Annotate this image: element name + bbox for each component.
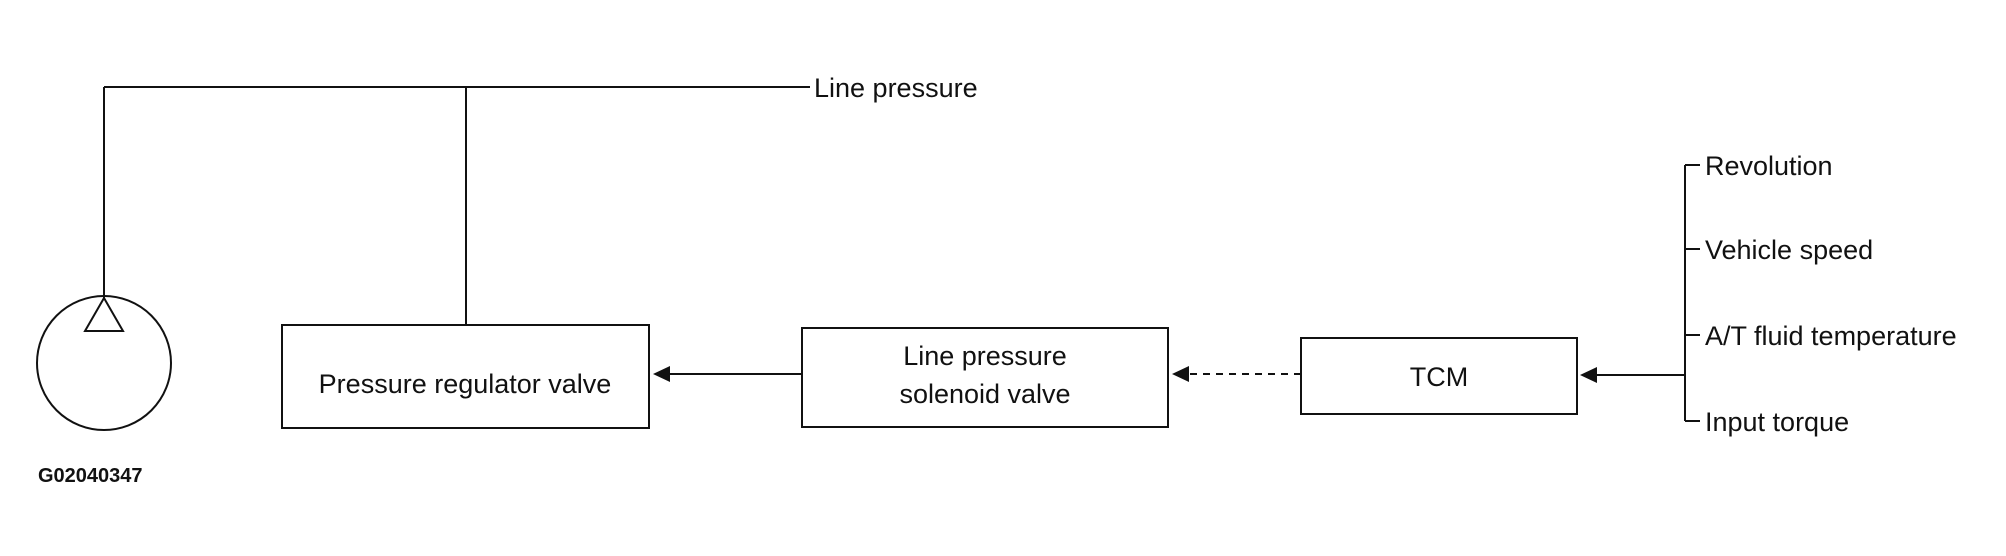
tcm-box: [1300, 337, 1578, 415]
figure-code-label: G02040347: [38, 465, 143, 487]
pressure-regulator-valve-block: Pressure regulator valve: [281, 324, 650, 429]
line-pressure-label: Line pressure: [814, 73, 978, 103]
line-pressure-circuit: Line pressure: [103, 73, 978, 325]
input-torque-label: Input torque: [1705, 407, 1849, 437]
arrowhead-left-icon: [1172, 366, 1189, 382]
pump-triangle-icon: [83, 295, 125, 332]
arrowhead-left-icon: [653, 366, 670, 382]
solenoid-valve-label-line1: Line pressure: [903, 341, 1067, 371]
input-vehicle-speed-label: Vehicle speed: [1705, 235, 1873, 265]
line-pressure-solenoid-valve-block: Line pressure solenoid valve: [801, 327, 1169, 428]
oil-pump-symbol: [36, 295, 172, 431]
pressure-regulator-valve-label: Pressure regulator valve: [319, 369, 612, 399]
tcm-to-solenoid-signal-arrow: [1172, 366, 1301, 382]
arrowhead-left-icon: [1580, 367, 1597, 383]
solenoid-to-regulator-arrow: [653, 366, 802, 382]
input-revolution-label: Revolution: [1705, 151, 1833, 181]
solenoid-valve-label-line2: solenoid valve: [899, 379, 1070, 409]
tcm-label: TCM: [1410, 362, 1468, 392]
pump-circle: [36, 295, 172, 431]
input-fluid-temperature-label: A/T fluid temperature: [1705, 321, 1957, 351]
input-signals: Revolution Vehicle speed A/T fluid tempe…: [1580, 151, 1957, 437]
pressure-regulator-valve-box: [281, 324, 650, 429]
line-pressure-solenoid-valve-box: [801, 327, 1169, 428]
tcm-block: TCM: [1300, 337, 1578, 415]
